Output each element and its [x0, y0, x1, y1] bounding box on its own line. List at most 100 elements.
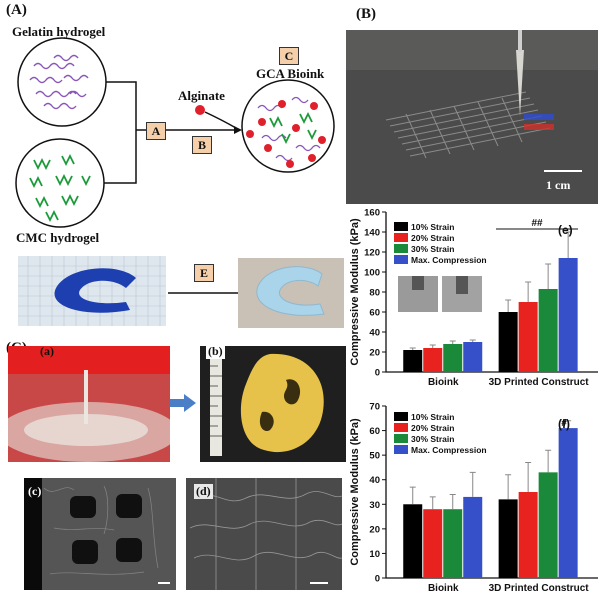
- bar: [403, 504, 423, 578]
- y-tick-label: 100: [364, 268, 380, 279]
- cmc-chains: [29, 153, 91, 223]
- scale-label: 1 cm: [546, 178, 571, 192]
- legend-swatch: [394, 412, 408, 421]
- y-tick-label: 160: [364, 208, 380, 219]
- error-bar: [545, 449, 552, 473]
- panel-c-c-label: (c): [28, 484, 42, 498]
- error-bar: [525, 462, 532, 492]
- error-bar: [409, 347, 416, 350]
- panel-b-label: (B): [356, 6, 376, 22]
- legend-swatch: [394, 222, 408, 231]
- gelatin-circle: [17, 37, 107, 127]
- x-tick-label: 3D Printed Construct: [489, 377, 590, 388]
- x-tick-label: Bioink: [428, 377, 459, 388]
- legend-swatch: [394, 434, 408, 443]
- legend-label: 10% Strain: [411, 222, 454, 232]
- y-tick-label: 140: [364, 228, 380, 239]
- bar: [518, 302, 538, 372]
- printing-photo: 1 cm: [346, 30, 598, 204]
- alginate-arrow: [204, 111, 237, 129]
- bar: [423, 348, 443, 372]
- error-bar: [565, 231, 572, 258]
- gca-circle: [241, 79, 335, 173]
- bar: [538, 472, 558, 578]
- error-bar: [429, 344, 436, 348]
- error-bar: [505, 474, 512, 500]
- legend-label: 20% Strain: [411, 233, 454, 243]
- y-tick-label: 60: [369, 308, 380, 319]
- error-bar: [429, 496, 436, 510]
- y-tick-label: 0: [375, 368, 380, 379]
- legend-swatch: [394, 233, 408, 242]
- error-bar: [409, 486, 416, 505]
- error-bar: [565, 420, 572, 429]
- error-bar: [505, 299, 512, 312]
- x-tick-label: 3D Printed Construct: [489, 583, 590, 594]
- legend-swatch: [394, 255, 408, 264]
- meniscus-cad-image: [18, 256, 166, 326]
- y-tick-label: 10: [369, 549, 380, 560]
- y-tick-label: 70: [369, 402, 380, 413]
- inset-piston-1: [412, 276, 424, 290]
- error-bar: [449, 493, 456, 510]
- box-b: B: [192, 136, 212, 154]
- error-bar: [525, 281, 532, 302]
- sem-image-d: (d): [186, 478, 342, 590]
- bar: [463, 496, 483, 578]
- panel-a-diagram: [15, 37, 335, 297]
- bar: [558, 258, 578, 372]
- error-bar: [469, 471, 476, 497]
- legend-label: 30% Strain: [411, 434, 454, 444]
- alginate-dot: [195, 105, 205, 115]
- y-tick-label: 40: [369, 328, 380, 339]
- gelatin-chains: [29, 54, 89, 110]
- cmc-label: CMC hydrogel: [16, 230, 100, 245]
- bar: [463, 342, 483, 372]
- flow-arrow: [170, 394, 196, 412]
- y-tick-label: 0: [375, 574, 380, 585]
- inset-piston-2: [456, 276, 468, 294]
- bar: [443, 509, 463, 578]
- bar: [498, 499, 518, 578]
- error-bar: [469, 339, 476, 342]
- y-tick-label: 80: [369, 288, 380, 299]
- panel-tag: (f): [558, 417, 570, 431]
- petri-dish-photo: (a): [8, 346, 170, 462]
- bar: [498, 312, 518, 372]
- gca-green: [269, 111, 317, 145]
- error-bar: [449, 340, 456, 344]
- printed-ear-photo: (b): [200, 346, 346, 462]
- legend-label: 20% Strain: [411, 423, 454, 433]
- legend-swatch: [394, 244, 408, 253]
- y-tick-label: 30: [369, 500, 380, 511]
- box-e: E: [194, 264, 214, 282]
- bar: [403, 350, 423, 372]
- legend-label: Max. Compression: [411, 445, 487, 455]
- scale-bar: [544, 170, 582, 172]
- compression-test-inset: [398, 276, 482, 312]
- panel-c-a-text: (a): [40, 346, 54, 358]
- legend-label: 10% Strain: [411, 412, 454, 422]
- y-tick-label: 60: [369, 426, 380, 437]
- y-tick-label: 120: [364, 248, 380, 259]
- gelatin-label: Gelatin hydrogel: [12, 24, 106, 39]
- box-c: C: [279, 47, 299, 65]
- panel-c-b-label: (b): [206, 346, 225, 359]
- gca-label: GCA Bioink: [256, 66, 325, 81]
- y-tick-label: 50: [369, 451, 380, 462]
- sem-image-c: (c): [24, 478, 176, 590]
- bar: [443, 344, 463, 372]
- panel-a-label: (A): [6, 2, 27, 18]
- panel-c-d-label: (d): [194, 484, 213, 499]
- panel-tag: (e): [558, 223, 573, 237]
- y-axis-label: Compressive Modulus (kPa): [349, 418, 361, 566]
- legend-swatch: [394, 445, 408, 454]
- error-bar: [545, 263, 552, 289]
- significance-mark: ##: [531, 218, 543, 229]
- bar: [558, 428, 578, 578]
- printed-meniscus-image: [238, 258, 344, 328]
- y-axis-label: Compressive Modulus (kPa): [349, 218, 361, 366]
- y-tick-label: 20: [369, 524, 380, 535]
